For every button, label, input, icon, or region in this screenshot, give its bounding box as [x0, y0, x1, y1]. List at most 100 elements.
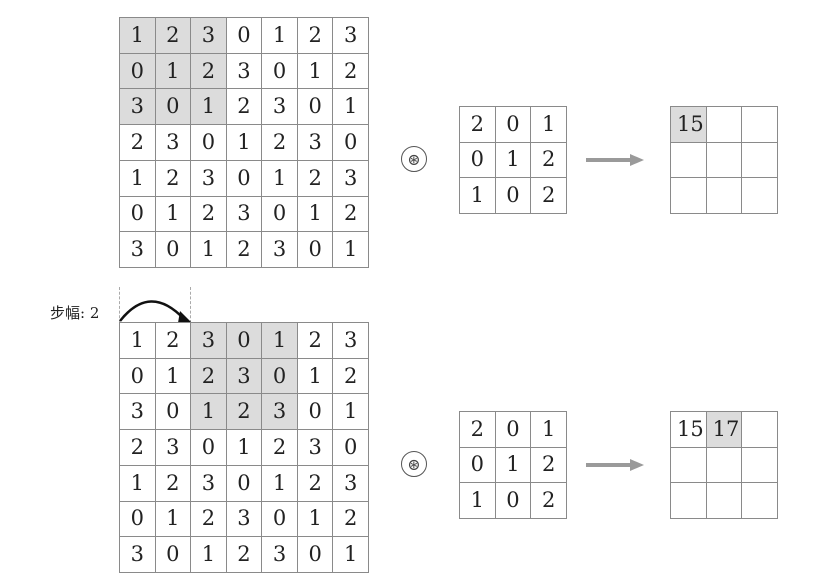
filter-cell: 0 [495, 178, 531, 213]
input-cell: 0 [226, 160, 262, 196]
input-cell: 0 [191, 125, 226, 160]
input-cell: 0 [297, 394, 333, 430]
input-cell: 3 [226, 501, 262, 537]
input-cell: 1 [191, 89, 226, 125]
output-cell [706, 483, 742, 518]
input-cell: 3 [226, 53, 262, 89]
arrow-right-icon [586, 154, 644, 166]
input-cell: 1 [120, 18, 155, 53]
input-cell: 0 [262, 196, 297, 232]
output-cell [742, 483, 777, 518]
stride-arrow-icon [119, 300, 192, 323]
input-cell: 1 [333, 232, 368, 267]
input-cell: 1 [155, 501, 191, 537]
filter-cell: 0 [495, 483, 531, 518]
input-cell: 1 [191, 537, 226, 572]
input-cell: 2 [120, 125, 155, 160]
stride-label: 步幅: 2 [50, 304, 100, 322]
output-cell: 15 [671, 412, 706, 447]
input-cell: 0 [155, 89, 191, 125]
input-cell: 3 [120, 394, 155, 430]
input-cell: 0 [262, 501, 297, 537]
output-cell [742, 412, 777, 447]
output-cell [742, 178, 777, 213]
output-cell: 17 [706, 412, 742, 447]
input-cell: 3 [155, 125, 191, 160]
input-cell: 0 [297, 89, 333, 125]
input-cell: 1 [120, 465, 155, 501]
input-cell: 1 [191, 394, 226, 430]
input-cell: 2 [262, 430, 297, 465]
stride-guide-line-right [190, 287, 191, 323]
input-cell: 2 [155, 465, 191, 501]
input-cell: 0 [226, 465, 262, 501]
input-cell: 3 [191, 465, 226, 501]
output-cell [671, 178, 706, 213]
input-cell: 2 [226, 232, 262, 267]
input-cell: 1 [191, 232, 226, 267]
output-cell [706, 107, 742, 142]
filter-cell: 0 [460, 142, 495, 178]
input-cell: 3 [333, 160, 368, 196]
input-cell: 0 [120, 358, 155, 394]
filter-cell: 2 [531, 483, 566, 518]
input-cell: 1 [333, 89, 368, 125]
input-cell: 2 [333, 501, 368, 537]
filter-cell: 2 [460, 107, 495, 142]
input-cell: 3 [120, 232, 155, 267]
input-cell: 0 [120, 53, 155, 89]
convolution-operator-icon: ⊛ [401, 146, 427, 172]
stride-guide-line-left [119, 287, 120, 323]
convolution-operator-icon: ⊛ [401, 451, 427, 477]
input-cell: 2 [191, 53, 226, 89]
input-cell: 0 [120, 501, 155, 537]
input-cell: 3 [262, 89, 297, 125]
output-matrix-step-1: 15 [670, 106, 778, 214]
input-cell: 3 [297, 430, 333, 465]
input-cell: 2 [297, 160, 333, 196]
filter-cell: 1 [495, 447, 531, 483]
input-cell: 1 [226, 125, 262, 160]
input-cell: 2 [191, 196, 226, 232]
input-cell: 2 [155, 323, 191, 358]
output-cell [742, 107, 777, 142]
input-cell: 2 [297, 18, 333, 53]
input-cell: 0 [120, 196, 155, 232]
output-cell [706, 178, 742, 213]
input-cell: 1 [262, 323, 297, 358]
input-cell: 3 [226, 358, 262, 394]
input-cell: 0 [262, 53, 297, 89]
input-cell: 0 [191, 430, 226, 465]
input-cell: 0 [333, 125, 368, 160]
input-cell: 3 [297, 125, 333, 160]
input-cell: 0 [297, 537, 333, 572]
input-cell: 3 [155, 430, 191, 465]
input-cell: 0 [297, 232, 333, 267]
filter-cell: 2 [460, 412, 495, 447]
input-cell: 1 [226, 430, 262, 465]
input-cell: 2 [262, 125, 297, 160]
input-cell: 2 [333, 53, 368, 89]
output-cell [671, 483, 706, 518]
input-cell: 3 [120, 89, 155, 125]
input-cell: 3 [191, 18, 226, 53]
input-cell: 1 [297, 53, 333, 89]
input-cell: 1 [155, 358, 191, 394]
input-cell: 2 [226, 394, 262, 430]
input-cell: 2 [155, 160, 191, 196]
input-cell: 1 [155, 53, 191, 89]
input-cell: 2 [191, 501, 226, 537]
input-cell: 2 [226, 537, 262, 572]
input-cell: 0 [262, 358, 297, 394]
filter-cell: 1 [460, 178, 495, 213]
input-cell: 3 [333, 18, 368, 53]
output-cell [706, 142, 742, 178]
input-cell: 3 [120, 537, 155, 572]
filter-cell: 2 [531, 447, 566, 483]
output-cell [671, 447, 706, 483]
